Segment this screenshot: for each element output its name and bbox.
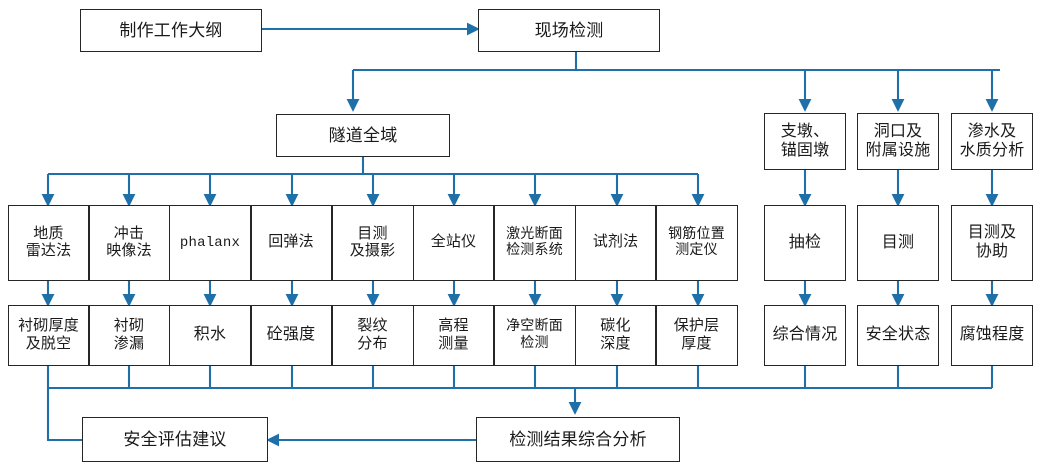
node-method-2[interactable]: phalanx — [169, 205, 251, 281]
node-right-method-2[interactable]: 目测及 协助 — [951, 205, 1033, 281]
node-seepage-water[interactable]: 渗水及 水质分析 — [951, 113, 1033, 170]
node-right-target-1[interactable]: 安全状态 — [857, 305, 939, 366]
node-portal-facility[interactable]: 洞口及 附属设施 — [857, 113, 939, 170]
node-right-method-1[interactable]: 目测 — [857, 205, 939, 281]
node-target-6[interactable]: 净空断面 检测 — [493, 305, 576, 366]
node-method-4[interactable]: 目测 及摄影 — [331, 205, 414, 281]
node-pier-anchor[interactable]: 支墩、 锚固墩 — [764, 113, 846, 170]
node-method-7[interactable]: 试剂法 — [575, 205, 656, 281]
node-right-target-2[interactable]: 腐蚀程度 — [951, 305, 1033, 366]
node-method-0[interactable]: 地质 雷达法 — [8, 205, 89, 281]
node-outline[interactable]: 制作工作大纲 — [80, 9, 262, 52]
node-target-1[interactable]: 衬砌 渗漏 — [88, 305, 170, 366]
node-method-5[interactable]: 全站仪 — [413, 205, 494, 281]
node-site-inspection[interactable]: 现场检测 — [478, 9, 660, 52]
node-method-6[interactable]: 激光断面 检测系统 — [493, 205, 576, 281]
node-right-target-0[interactable]: 综合情况 — [764, 305, 846, 366]
node-method-8[interactable]: 钢筋位置 测定仪 — [655, 205, 738, 281]
node-comprehensive-analysis[interactable]: 检测结果综合分析 — [476, 417, 680, 462]
node-method-3[interactable]: 回弹法 — [250, 205, 332, 281]
node-safety-recommendation[interactable]: 安全评估建议 — [82, 417, 268, 462]
node-target-5[interactable]: 高程 测量 — [413, 305, 494, 366]
node-target-4[interactable]: 裂纹 分布 — [331, 305, 414, 366]
node-target-2[interactable]: 积水 — [169, 305, 251, 366]
node-target-8[interactable]: 保护层 厚度 — [655, 305, 738, 366]
node-tunnel-whole[interactable]: 隧道全域 — [276, 114, 450, 157]
node-right-method-0[interactable]: 抽检 — [764, 205, 846, 281]
node-target-0[interactable]: 衬砌厚度 及脱空 — [8, 305, 89, 366]
node-target-7[interactable]: 碳化 深度 — [575, 305, 656, 366]
node-method-1[interactable]: 冲击 映像法 — [88, 205, 170, 281]
node-target-3[interactable]: 砼强度 — [250, 305, 332, 366]
